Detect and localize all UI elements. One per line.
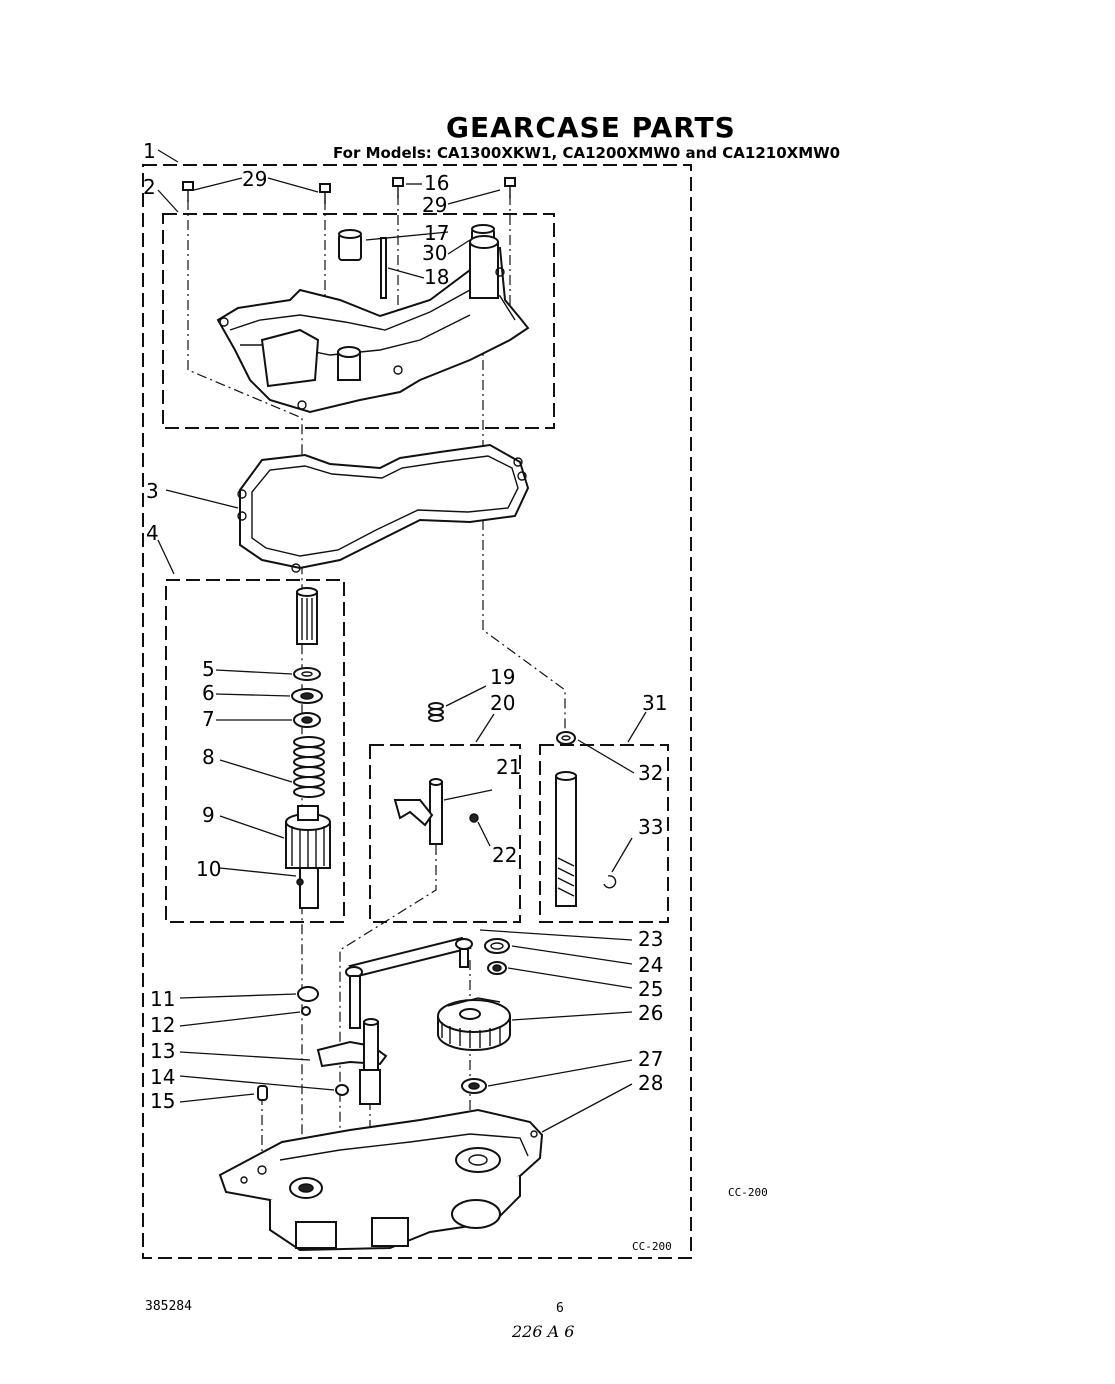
- screw-29-left: [182, 181, 194, 191]
- callout-10: 10: [196, 857, 221, 881]
- cover-assembly-box: [162, 213, 555, 429]
- washer-14: [335, 1084, 349, 1096]
- callout-32: 32: [638, 761, 663, 785]
- callout-8: 8: [202, 745, 215, 769]
- ring-33: [603, 875, 617, 889]
- callout-13: 13: [150, 1039, 175, 1063]
- callout-25: 25: [638, 977, 663, 1001]
- callout-22: 22: [492, 843, 517, 867]
- callout-30: 30: [422, 241, 447, 265]
- gasket: [237, 443, 530, 573]
- spring-8: [293, 736, 325, 798]
- shift-fork: [393, 799, 434, 827]
- callout-leaders: [157, 149, 647, 1133]
- cover-screws: [182, 177, 516, 204]
- washer-32: [556, 731, 576, 745]
- shift-fork-box: [369, 744, 521, 923]
- washer-24: [484, 938, 510, 954]
- callout-20: 20: [490, 691, 515, 715]
- callout-33: 33: [638, 815, 663, 839]
- clip-22: [469, 813, 479, 823]
- screw-29-right: [504, 177, 516, 187]
- callout-4: 4: [146, 521, 159, 545]
- doc-number: 385284: [145, 1299, 192, 1314]
- screw-16: [392, 177, 404, 187]
- gearcase-cover: [216, 235, 530, 414]
- callout-17: 17: [424, 221, 449, 245]
- callout-12: 12: [150, 1013, 175, 1037]
- callout-15: 15: [150, 1089, 175, 1113]
- callout-2: 2: [143, 175, 156, 199]
- drive-lever-13: [316, 1018, 388, 1105]
- agitator-shaft-stack: [285, 587, 331, 909]
- callout-29-a: 29: [242, 167, 267, 191]
- callout-7: 7: [202, 707, 215, 731]
- drawing-code-inner: CC-200: [632, 1240, 672, 1253]
- callout-23: 23: [638, 927, 663, 951]
- callout-numbers: 1 2 29 29 16 17 18 29 30 3 4 5 6 7 8 9 1…: [143, 139, 667, 1113]
- gear-9: [285, 805, 331, 869]
- callout-14: 14: [150, 1065, 175, 1089]
- shaft-10: [299, 867, 319, 909]
- callout-29-c: 29: [422, 193, 447, 217]
- drawing-code-outer: CC-200: [728, 1186, 768, 1199]
- pinion-shaft: [555, 775, 577, 907]
- callout-24: 24: [638, 953, 663, 977]
- shift-rod-21: [429, 781, 443, 845]
- callout-31: 31: [642, 691, 667, 715]
- handwritten-note: 226 A 6: [511, 1322, 574, 1341]
- callout-16: 16: [424, 171, 449, 195]
- callout-1: 1: [143, 139, 156, 163]
- shaft-assembly-box: [165, 579, 345, 923]
- ball-12: [301, 1006, 311, 1016]
- page-subtitle: For Models: CA1300XKW1, CA1200XMW0 and C…: [333, 144, 840, 162]
- gear-26: [437, 997, 511, 1051]
- gearcase-housing: [218, 1108, 544, 1252]
- lower-parts: [257, 936, 511, 1105]
- callout-21: 21: [496, 755, 521, 779]
- pin-15: [257, 1085, 268, 1101]
- callout-19: 19: [490, 665, 515, 689]
- callout-27: 27: [638, 1047, 663, 1071]
- callout-18: 18: [424, 265, 449, 289]
- washer-5: [293, 667, 321, 681]
- pinion-shaft-assembly: [555, 731, 617, 907]
- shift-fork-assembly: [393, 702, 479, 845]
- callout-28: 28: [638, 1071, 663, 1095]
- page-number: 6: [556, 1301, 564, 1316]
- callout-5: 5: [202, 657, 215, 681]
- pinion-shaft-box: [539, 744, 669, 923]
- cover-boss: [469, 241, 499, 299]
- screw-29-middle: [319, 183, 331, 193]
- callout-6: 6: [202, 681, 215, 705]
- callout-11: 11: [150, 987, 175, 1011]
- assembly-1-frame: [142, 164, 692, 1259]
- callout-3: 3: [146, 479, 159, 503]
- callout-9: 9: [202, 803, 215, 827]
- callout-26: 26: [638, 1001, 663, 1025]
- connecting-link-23: [345, 936, 473, 1029]
- page-title: GEARCASE PARTS: [446, 111, 736, 144]
- spring-19: [428, 702, 444, 722]
- bushing-11: [297, 986, 319, 1002]
- pin-18: [380, 237, 387, 299]
